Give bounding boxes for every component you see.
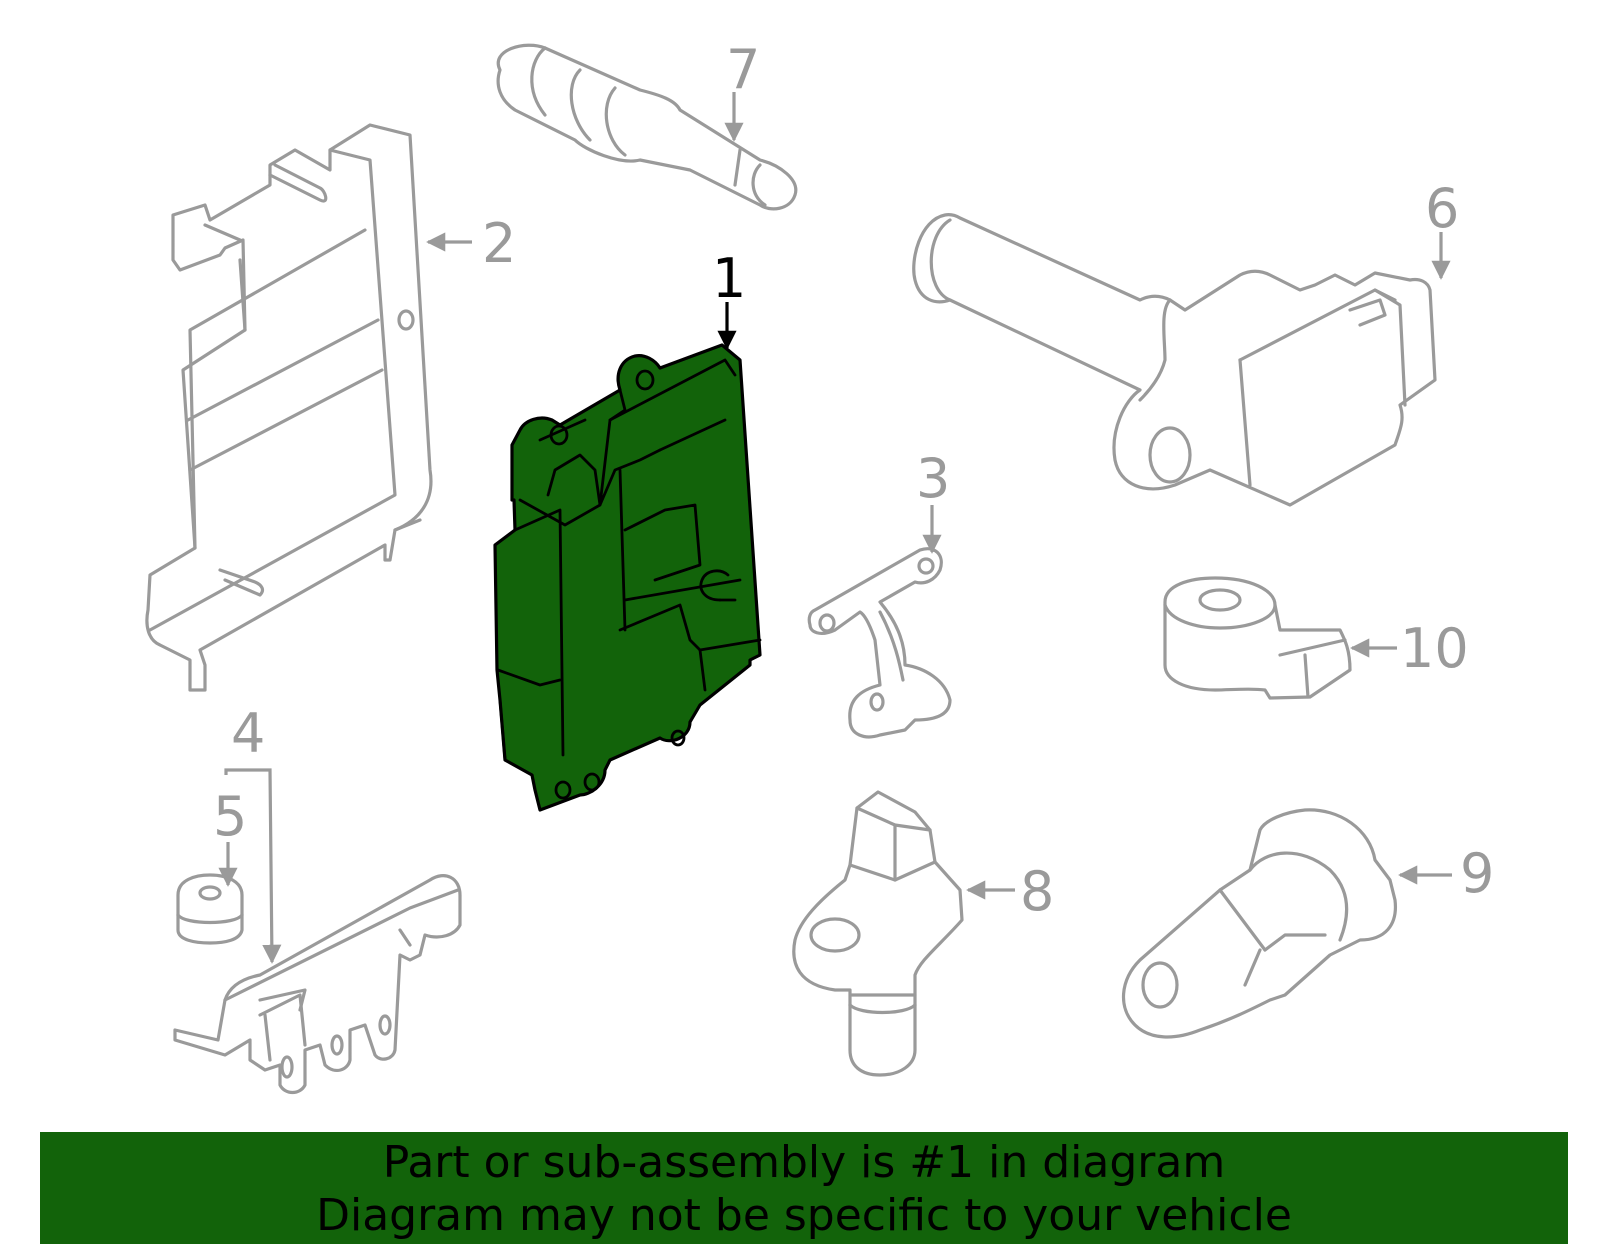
part-9-sensor	[1121, 808, 1398, 1039]
svg-text:7: 7	[726, 38, 760, 101]
banner-line-2: Diagram may not be specific to your vehi…	[316, 1190, 1292, 1241]
part-1-ecu	[493, 343, 762, 812]
svg-text:4: 4	[231, 702, 265, 765]
part-10-knock-sensor	[1163, 576, 1352, 700]
svg-text:1: 1	[712, 247, 746, 310]
part-8-sensor	[792, 790, 964, 1077]
callout-9: 9	[1398, 842, 1494, 905]
callout-3: 3	[916, 447, 950, 554]
callout-4: 4	[224, 702, 282, 964]
callout-2: 2	[426, 212, 516, 275]
part-7-sensor	[496, 43, 798, 211]
svg-text:9: 9	[1460, 842, 1494, 905]
svg-text:5: 5	[213, 785, 247, 848]
part-4-bracket	[173, 874, 462, 1095]
svg-text:10: 10	[1400, 617, 1469, 680]
part-2-bracket	[145, 123, 433, 692]
svg-text:8: 8	[1020, 860, 1054, 923]
part-6-ignition-coil	[912, 213, 1437, 507]
svg-text:2: 2	[482, 212, 516, 275]
info-banner: Part or sub-assembly is #1 in diagram Di…	[40, 1132, 1568, 1244]
part-5-grommet	[176, 873, 244, 945]
callout-1: 1	[712, 247, 746, 350]
svg-text:3: 3	[916, 447, 950, 510]
callout-8: 8	[966, 860, 1054, 923]
banner-line-1: Part or sub-assembly is #1 in diagram	[382, 1137, 1226, 1188]
callout-7: 7	[724, 38, 760, 142]
callout-5: 5	[213, 785, 247, 887]
callout-6: 6	[1425, 177, 1459, 280]
svg-text:6: 6	[1425, 177, 1459, 240]
callout-10: 10	[1350, 617, 1469, 680]
part-3-bracket	[807, 547, 952, 739]
